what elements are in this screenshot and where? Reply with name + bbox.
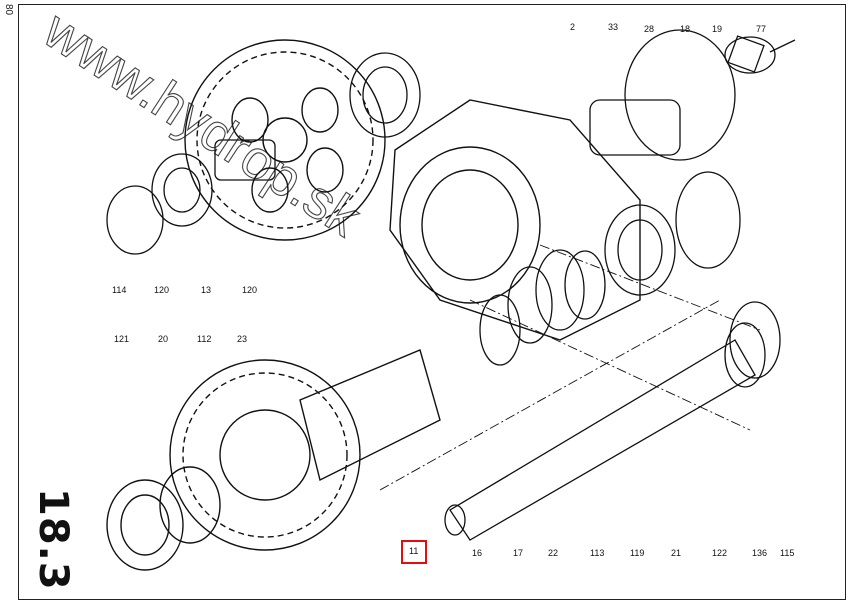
lower-gear-assembly — [106, 349, 441, 571]
callout-119: 119 — [630, 548, 645, 558]
splined-shaft-lower — [444, 301, 781, 541]
callout-19: 19 — [712, 24, 723, 34]
large-gear-top — [184, 39, 386, 241]
callout-17: 17 — [513, 548, 524, 558]
watermark-text: www.hydrop.sk — [33, 0, 372, 248]
callout-113: 113 — [590, 548, 605, 558]
shaft-top — [106, 52, 421, 255]
flange-output — [589, 29, 796, 296]
callout-120b: 120 — [242, 285, 258, 295]
callout-23: 23 — [237, 334, 248, 344]
callout-136: 136 — [752, 548, 768, 558]
callout-122: 122 — [712, 548, 728, 558]
page-frame — [18, 4, 846, 600]
callout-114: 114 — [112, 285, 127, 295]
callout-20: 20 — [158, 334, 169, 344]
callout-22: 22 — [548, 548, 559, 558]
callout-121: 121 — [114, 334, 130, 344]
callout-115: 115 — [780, 548, 795, 558]
callout-13: 13 — [201, 285, 212, 295]
callout-77: 77 — [756, 24, 767, 34]
callout-11: 11 — [409, 546, 419, 556]
bearing-rings-mid — [479, 249, 606, 366]
central-housing — [389, 99, 641, 341]
callout-16: 16 — [472, 548, 483, 558]
callout-18: 18 — [680, 24, 691, 34]
highlight-box — [401, 540, 427, 564]
callout-112: 112 — [197, 334, 212, 344]
callout-21: 21 — [671, 548, 682, 558]
callout-2: 2 — [570, 22, 576, 32]
callout-120a: 120 — [154, 285, 170, 295]
reference-lines — [379, 244, 761, 491]
callout-33: 33 — [608, 22, 619, 32]
callout-28: 28 — [644, 24, 655, 34]
